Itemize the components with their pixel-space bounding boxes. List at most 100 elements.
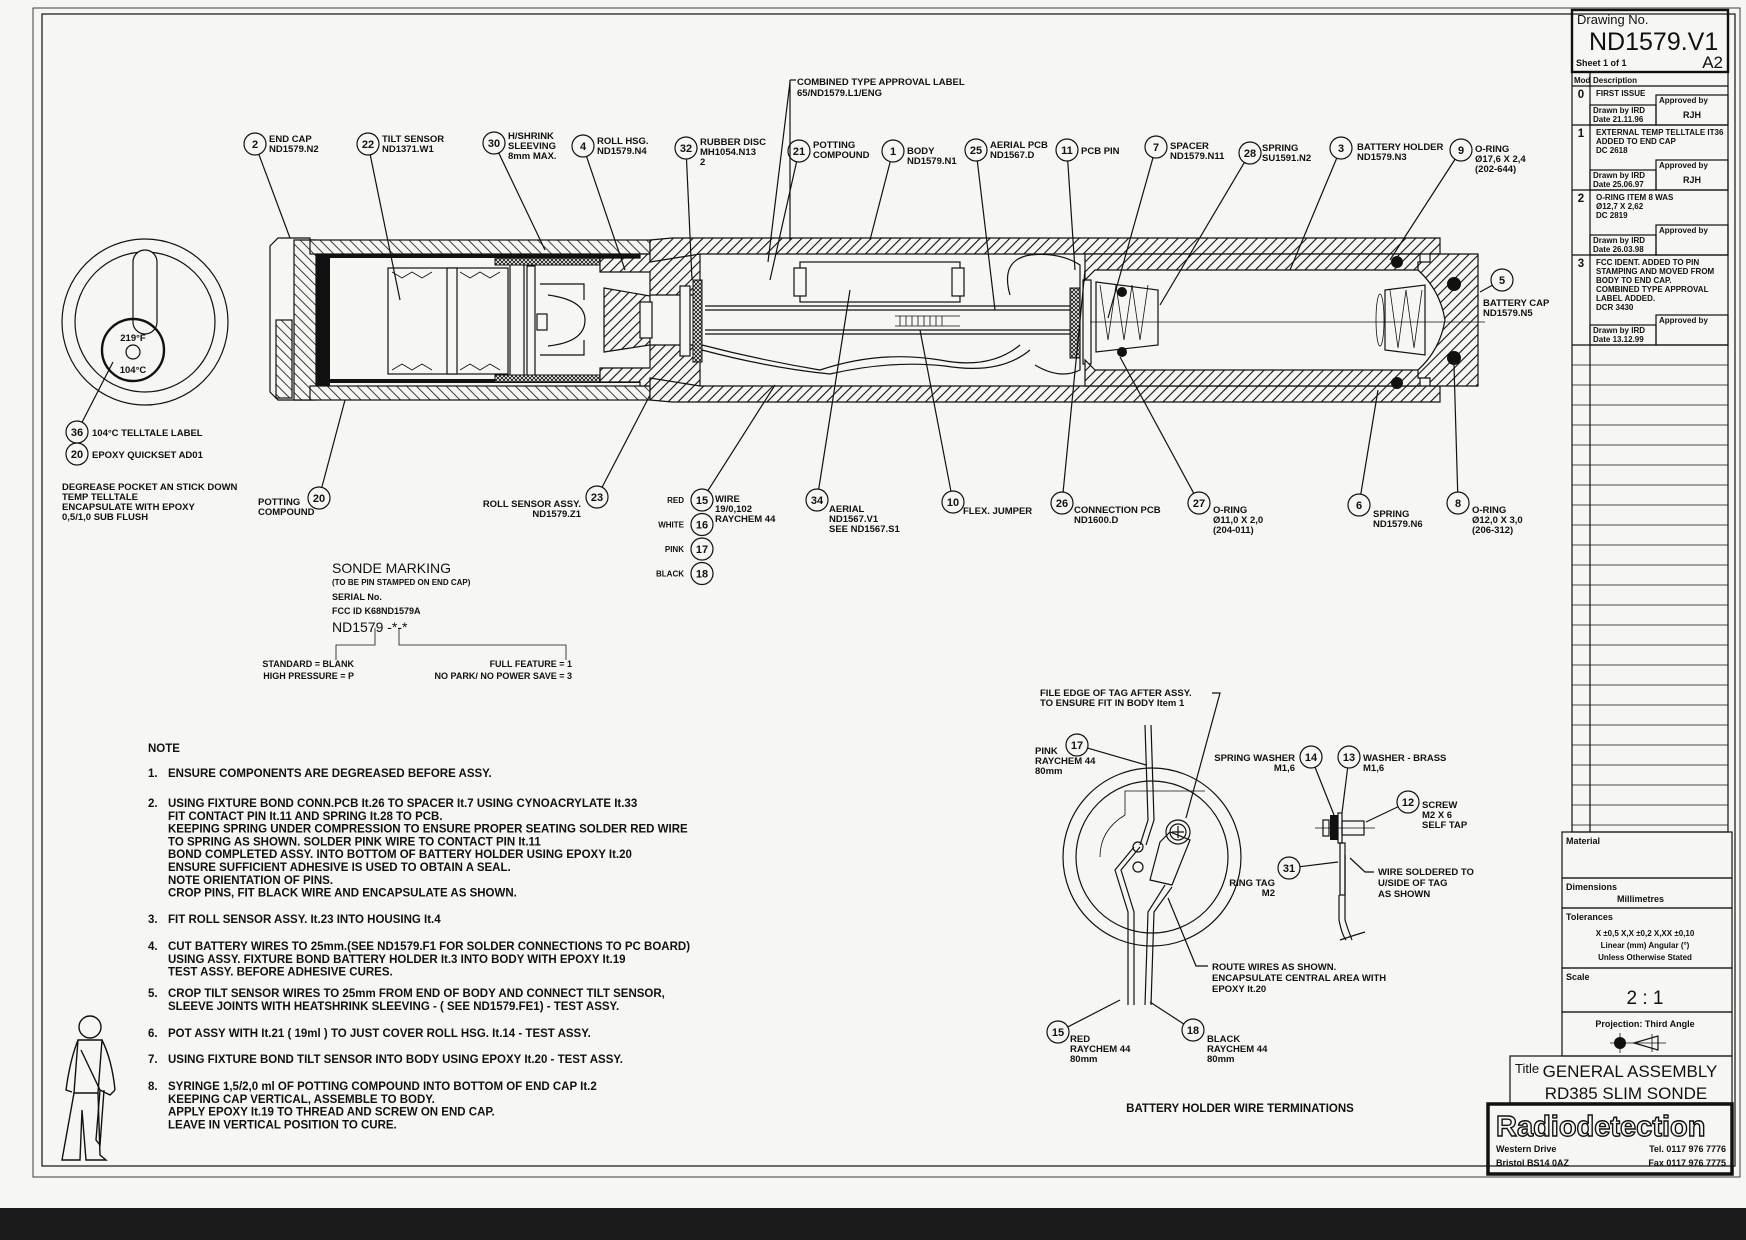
- item-number: 1: [890, 146, 896, 158]
- detail-callout-label: M2 X 6: [1422, 810, 1452, 821]
- sonde-marking-title: SONDE MARKING: [332, 560, 451, 576]
- item-number: 2: [252, 139, 258, 151]
- leader-line: [707, 384, 776, 492]
- leader-line: [1067, 999, 1121, 1028]
- note-number: 6.: [148, 1028, 158, 1040]
- item-number: 31: [1283, 863, 1295, 875]
- revision-description: COMBINED TYPE APPROVAL: [1596, 285, 1709, 294]
- note-line: BOND COMPLETED ASSY. INTO BOTTOM OF BATT…: [168, 849, 632, 861]
- approved-by-label: Approved by: [1659, 96, 1708, 105]
- callout-label: 8mm MAX.: [508, 151, 557, 162]
- fax: Fax 0117 976 7775: [1648, 1158, 1726, 1168]
- note-line: CUT BATTERY WIRES TO 25mm.(SEE ND1579.F1…: [168, 941, 690, 953]
- detail-callout-label: SPRING WASHER: [1214, 753, 1295, 764]
- leader-line: [1299, 861, 1339, 868]
- callout-label: (204-011): [1213, 525, 1254, 536]
- marking-brackets: [335, 628, 567, 660]
- callout-label: COMPOUND: [813, 150, 870, 161]
- ring-tag-side: [1339, 842, 1346, 896]
- note-line: TO SPRING AS SHOWN. SOLDER PINK WIRE TO …: [168, 836, 541, 848]
- route-wires-note: EPOXY It.20: [1212, 984, 1266, 995]
- callout-label: POTTING: [813, 140, 855, 151]
- item-number: 23: [591, 492, 603, 504]
- title-label: Title: [1515, 1061, 1539, 1076]
- revision-date: Date 25.06.97: [1593, 180, 1644, 189]
- leader-line: [919, 329, 952, 492]
- revision-description: DC 2819: [1596, 211, 1628, 220]
- callout-label: FLEX. JUMPER: [963, 506, 1032, 517]
- material-label: Material: [1566, 836, 1600, 846]
- end-view-instruction: DEGREASE POCKET AN STICK DOWN: [62, 482, 238, 493]
- item-balloon: [482, 131, 506, 155]
- note-item: 1.ENSURE COMPONENTS ARE DEGREASED BEFORE…: [148, 768, 492, 780]
- item-balloon: [65, 442, 89, 466]
- wire-callouts: 15RED16WHITE17PINK18BLACKWIRE19/0,102RAY…: [656, 384, 776, 586]
- callout-label: Ø17,6 X 2,4: [1475, 154, 1526, 165]
- revision-description: O-RING ITEM 8 WAS: [1596, 193, 1674, 202]
- o-ring: [1117, 347, 1127, 357]
- leader-line: [1360, 389, 1379, 495]
- end-view-instruction: ENCAPSULATE WITH EPOXY: [62, 502, 195, 513]
- leader-line: [869, 161, 891, 241]
- third-angle-projection-icon: [1610, 1033, 1666, 1053]
- description-column-header: Description: [1593, 76, 1637, 85]
- wire-color-label: PINK: [665, 545, 684, 554]
- o-ring: [1391, 377, 1403, 389]
- item-balloon: [690, 561, 714, 586]
- item-balloon: [1446, 491, 1470, 515]
- note-line: ENSURE COMPONENTS ARE DEGREASED BEFORE A…: [168, 768, 492, 780]
- spring: [1384, 284, 1426, 356]
- note-line: USING ASSY. FIXTURE BOND BATTERY HOLDER …: [168, 954, 626, 966]
- item-balloon: [243, 132, 267, 156]
- item-number: 14: [1305, 752, 1318, 764]
- o-ring: [1447, 277, 1461, 291]
- item-balloon: [1187, 491, 1211, 515]
- callout-label: (206-312): [1472, 525, 1513, 536]
- roll-housing: [599, 253, 701, 296]
- item-number: 26: [1056, 498, 1068, 510]
- revision-description: DC 2618: [1596, 146, 1628, 155]
- company-box: [1486, 1102, 1734, 1176]
- title-block: Drawing No. ND1579.V1 Sheet 1 of 1 A2 Mo…: [1486, 8, 1734, 1176]
- wire-color-label: BLACK: [656, 570, 684, 579]
- note-line: POT ASSY WITH It.21 ( 19ml ) TO JUST COV…: [168, 1028, 591, 1040]
- detail-callout-label: BLACK: [1207, 1034, 1240, 1045]
- sonde-marking: SONDE MARKING(TO BE PIN STAMPED ON END C…: [262, 560, 572, 681]
- callout-label: ND1371.W1: [382, 144, 434, 155]
- item-number: 6: [1356, 500, 1362, 512]
- spacer: [1082, 279, 1092, 365]
- aerial: [799, 261, 961, 303]
- note-line: CROP PINS, FIT BLACK WIRE AND ENCAPSULAT…: [168, 888, 517, 900]
- item-number: 8: [1455, 498, 1461, 510]
- title-line-2: RD385 SLIM SONDE: [1545, 1084, 1708, 1103]
- leader-line: [585, 156, 626, 271]
- item-number: 16: [696, 520, 708, 532]
- sheet-size: A2: [1702, 53, 1723, 72]
- note-line: CROP TILT SENSOR WIRES TO 25mm FROM END …: [168, 988, 665, 1000]
- note-line: SLEEVE JOINTS WITH HEATSHRINK SLEEVING -…: [168, 1001, 619, 1013]
- note-line: FIT ROLL SENSOR ASSY. It.23 INTO HOUSING…: [168, 914, 441, 926]
- callout-label: ND1579.N2: [269, 144, 319, 155]
- serial-number-label: SERIAL No.: [332, 592, 382, 602]
- leader-line: [601, 394, 651, 488]
- note-line: SYRINGE 1,5/2,0 ml OF POTTING COMPOUND I…: [168, 1081, 597, 1093]
- end-cap-wall-bottom: [309, 385, 651, 401]
- note-item: 5.CROP TILT SENSOR WIRES TO 25mm FROM EN…: [148, 988, 665, 1013]
- wire-spec: RAYCHEM 44: [715, 514, 776, 525]
- callout-label: ROLL SENSOR ASSY.: [483, 499, 581, 510]
- approval-label-text: 65/ND1579.L1/ENG: [797, 88, 882, 99]
- item-number: 36: [71, 427, 83, 439]
- leader-line: [1389, 158, 1456, 261]
- scale-value: 2 : 1: [1627, 988, 1664, 1009]
